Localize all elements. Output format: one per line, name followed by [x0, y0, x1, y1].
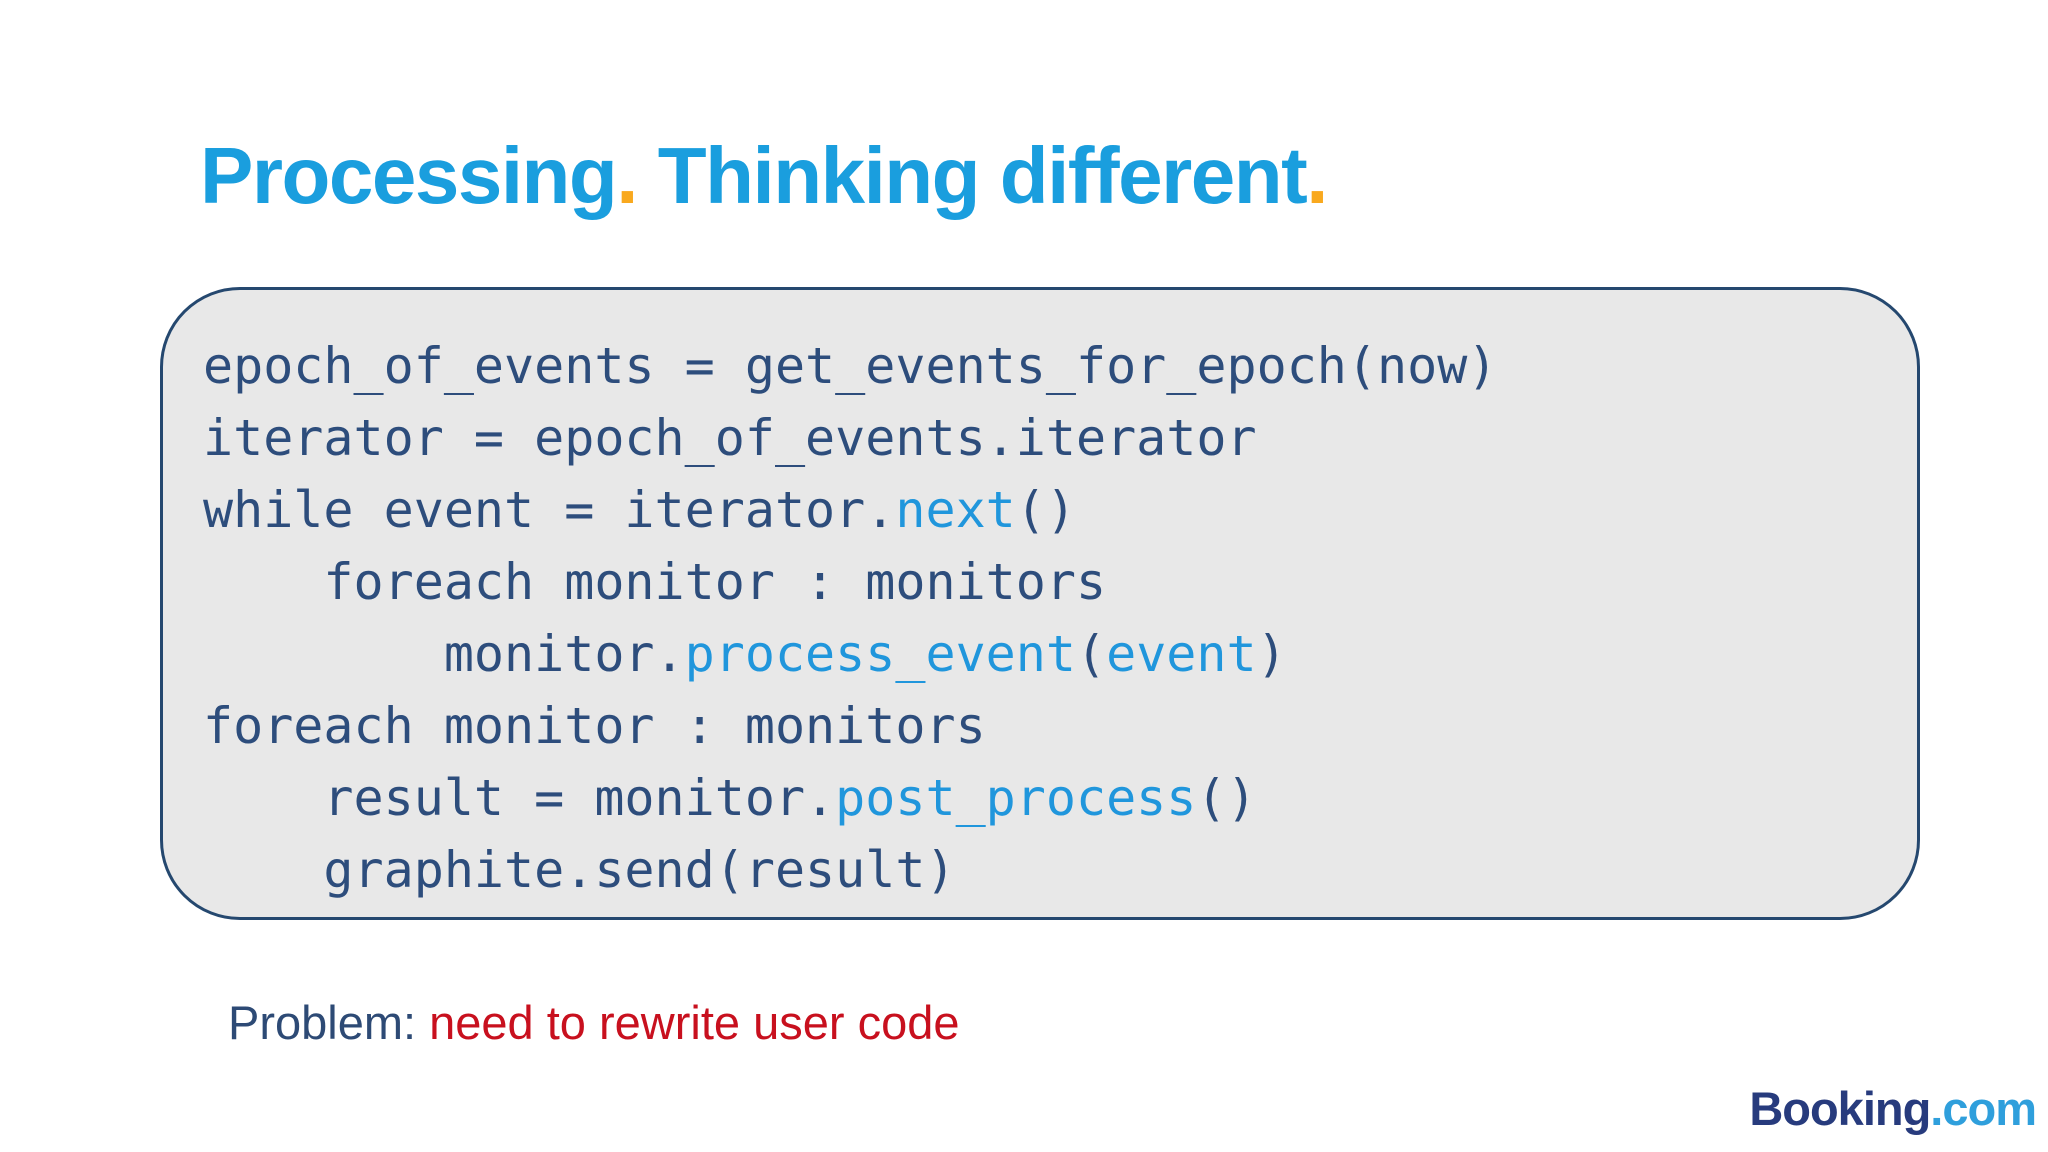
- code-token: (): [1015, 481, 1076, 539]
- code-token: foreach monitor : monitors: [203, 697, 986, 755]
- problem-message: need to rewrite user code: [416, 996, 960, 1049]
- code-token: iterator = epoch_of_events.iterator: [203, 409, 1257, 467]
- code-token: result = monitor.: [203, 769, 836, 827]
- code-highlighted-token: event: [1106, 625, 1257, 683]
- title-text: Processing: [200, 131, 618, 220]
- code-highlighted-token: post_process: [835, 769, 1197, 827]
- problem-statement: Problem: need to rewrite user code: [228, 995, 960, 1050]
- problem-label: Problem:: [228, 996, 417, 1049]
- code-line: monitor.process_event(event): [203, 618, 1497, 690]
- title-accent-period: .: [1306, 131, 1328, 220]
- code-token: epoch_of_events = get_events_for_epoch(n…: [203, 337, 1498, 395]
- code-line: result = monitor.post_process(): [203, 762, 1497, 834]
- code-line: while event = iterator.next(): [203, 474, 1497, 546]
- code-token: foreach monitor : monitors: [203, 553, 1107, 611]
- code-block: epoch_of_events = get_events_for_epoch(n…: [160, 287, 1920, 920]
- code-token: (): [1196, 769, 1257, 827]
- code-highlighted-token: process_event: [684, 625, 1076, 683]
- code-line: graphite.send(result): [203, 834, 1497, 906]
- slide-title: Processing. Thinking different.: [200, 130, 1328, 222]
- code-token: graphite.send(result): [203, 841, 956, 899]
- code-lines: epoch_of_events = get_events_for_epoch(n…: [203, 330, 1497, 906]
- logo-name: Booking: [1749, 1082, 1931, 1135]
- code-line: epoch_of_events = get_events_for_epoch(n…: [203, 330, 1497, 402]
- logo-tld: .com: [1930, 1082, 2037, 1135]
- booking-logo: Booking.com: [1749, 1081, 2037, 1136]
- title-accent-period: .: [616, 131, 638, 220]
- code-highlighted-token: next: [895, 481, 1016, 539]
- code-line: foreach monitor : monitors: [203, 690, 1497, 762]
- code-token: ): [1256, 625, 1287, 683]
- title-text: Thinking different: [637, 131, 1308, 220]
- code-token: (: [1075, 625, 1107, 683]
- code-token: monitor.: [203, 625, 685, 683]
- code-line: foreach monitor : monitors: [203, 546, 1497, 618]
- code-token: while event = iterator.: [203, 481, 896, 539]
- code-line: iterator = epoch_of_events.iterator: [203, 402, 1497, 474]
